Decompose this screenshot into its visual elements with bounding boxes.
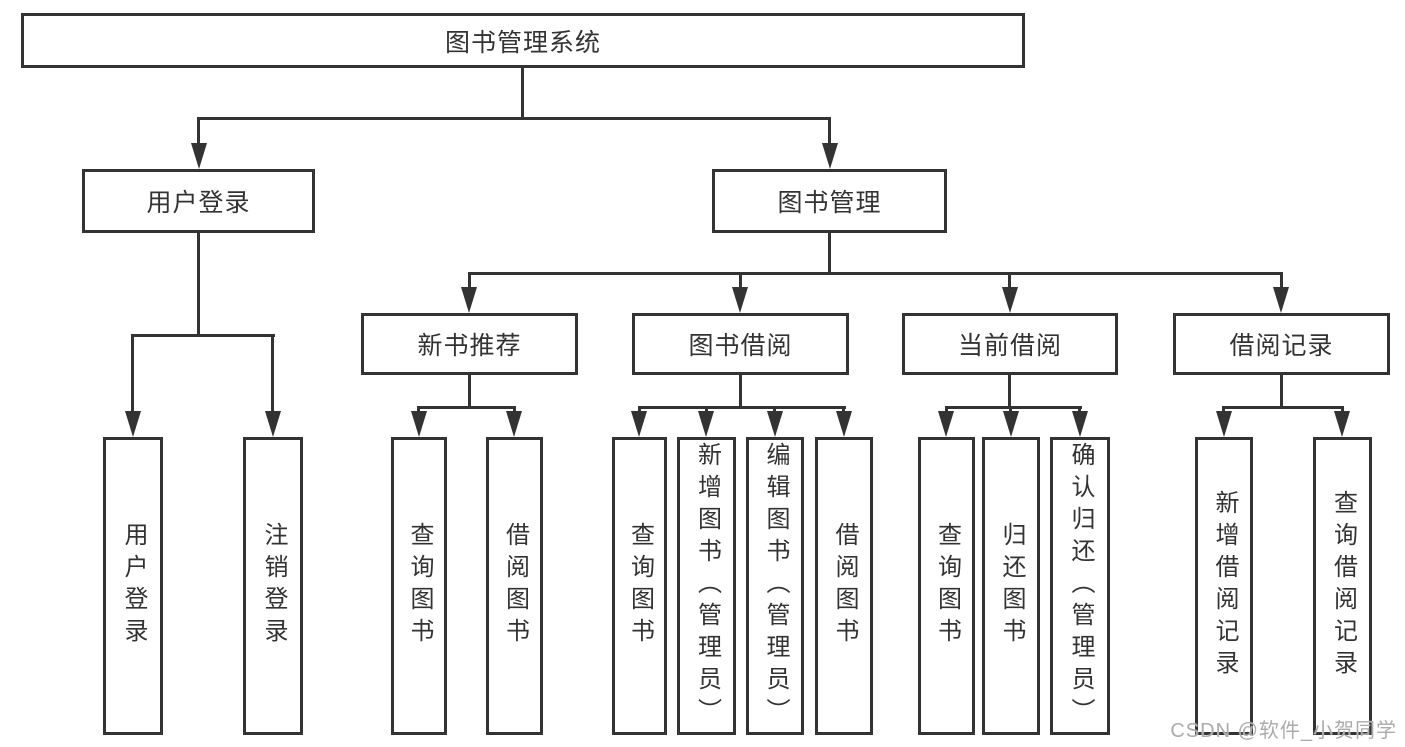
node-label: 查询图书 [406, 522, 433, 650]
arrow-down-icon [265, 411, 281, 437]
connector-drop [131, 334, 134, 414]
connector-root-stem [521, 68, 524, 120]
connector-newbook-bus [417, 406, 516, 409]
connector-borrow-bus [638, 406, 846, 409]
arrow-down-icon [1002, 287, 1018, 313]
connector-bookmgmt-bus [468, 272, 1283, 275]
arrow-down-icon [1072, 411, 1088, 437]
arrow-down-icon [822, 143, 838, 169]
connector-bookmgmt-stem [828, 233, 831, 275]
node-book-mgmt: 图书管理 [712, 169, 947, 233]
leaf-bb-borrow-book: 借阅图书 [815, 437, 873, 735]
arrow-down-icon [698, 411, 714, 437]
node-borrow-record: 借阅记录 [1173, 313, 1390, 375]
node-new-book-rec: 新书推荐 [361, 313, 578, 375]
node-root: 图书管理系统 [21, 13, 1025, 68]
node-user-login: 用户登录 [82, 169, 315, 233]
arrow-down-icon [461, 287, 477, 313]
leaf-rec-query-book: 查询图书 [391, 437, 447, 735]
node-label: 图书借阅 [688, 332, 793, 360]
node-label: 借阅记录 [1229, 332, 1334, 360]
arrow-down-icon [631, 411, 647, 437]
arrow-down-icon [938, 411, 954, 437]
node-label: 借阅图书 [831, 522, 858, 650]
arrow-down-icon [1003, 411, 1019, 437]
connector-drop [739, 272, 742, 290]
node-label: 新增图书（管理员） [693, 442, 721, 730]
node-label: 确认归还（管理员） [1067, 442, 1094, 730]
node-current-borrow: 当前借阅 [902, 313, 1118, 375]
connector-record-bus [1222, 406, 1344, 409]
node-label: 用户登录 [120, 522, 147, 650]
csdn-watermark: CSDN @软件_小贺同学 [1170, 720, 1397, 742]
connector-drop-user-login [197, 117, 200, 147]
node-label: 查询图书 [626, 522, 654, 650]
arrow-down-icon [191, 143, 207, 169]
node-label: 编辑图书（管理员） [762, 442, 789, 730]
connector-drop-book-mgmt [828, 117, 831, 147]
arrow-down-icon [1273, 287, 1289, 313]
connector-root-bus [198, 117, 831, 120]
leaf-cb-return-book: 归还图书 [982, 437, 1040, 735]
connector-drop [1008, 272, 1011, 290]
arrow-down-icon [1216, 411, 1232, 437]
connector-borrow-stem [739, 375, 742, 409]
arrow-down-icon [1334, 411, 1350, 437]
connector-record-stem [1280, 375, 1283, 409]
arrow-down-icon [125, 411, 141, 437]
connector-current-bus [945, 406, 1082, 409]
leaf-logout: 注销登录 [243, 437, 303, 735]
leaf-cb-query-book: 查询图书 [918, 437, 975, 735]
node-label: 查询借阅记录 [1329, 490, 1357, 682]
connector-drop [1280, 272, 1283, 290]
arrow-down-icon [767, 411, 783, 437]
node-label: 查询图书 [933, 522, 961, 650]
leaf-br-query-record: 查询借阅记录 [1313, 437, 1372, 735]
leaf-br-add-record: 新增借阅记录 [1195, 437, 1253, 735]
node-book-borrow: 图书借阅 [632, 313, 849, 375]
node-label: 新书推荐 [417, 332, 522, 360]
node-label: 图书管理 [777, 189, 882, 217]
leaf-bb-query-book: 查询图书 [612, 437, 667, 735]
connector-current-stem [1008, 375, 1011, 409]
arrow-down-icon [732, 287, 748, 313]
node-label: 用户登录 [146, 189, 251, 217]
arrow-down-icon [506, 411, 522, 437]
leaf-bb-edit-book-admin: 编辑图书（管理员） [746, 437, 804, 735]
node-label: 图书管理系统 [444, 28, 601, 57]
connector-drop [271, 334, 274, 414]
node-label: 当前借阅 [957, 332, 1062, 360]
leaf-cb-confirm-return-admin: 确认归还（管理员） [1050, 437, 1110, 735]
connector-userlogin-stem [197, 233, 200, 337]
node-label: 新增借阅记录 [1211, 490, 1238, 682]
leaf-user-login: 用户登录 [103, 437, 163, 735]
leaf-bb-add-book-admin: 新增图书（管理员） [677, 437, 736, 735]
connector-newbook-stem [468, 375, 471, 409]
leaf-rec-borrow-book: 借阅图书 [486, 437, 543, 735]
node-label: 注销登录 [260, 522, 287, 650]
connector-userlogin-bus [132, 334, 275, 337]
arrow-down-icon [836, 411, 852, 437]
node-label: 借阅图书 [501, 522, 529, 650]
node-label: 归还图书 [998, 522, 1025, 650]
arrow-down-icon [411, 411, 427, 437]
connector-drop [468, 272, 471, 290]
